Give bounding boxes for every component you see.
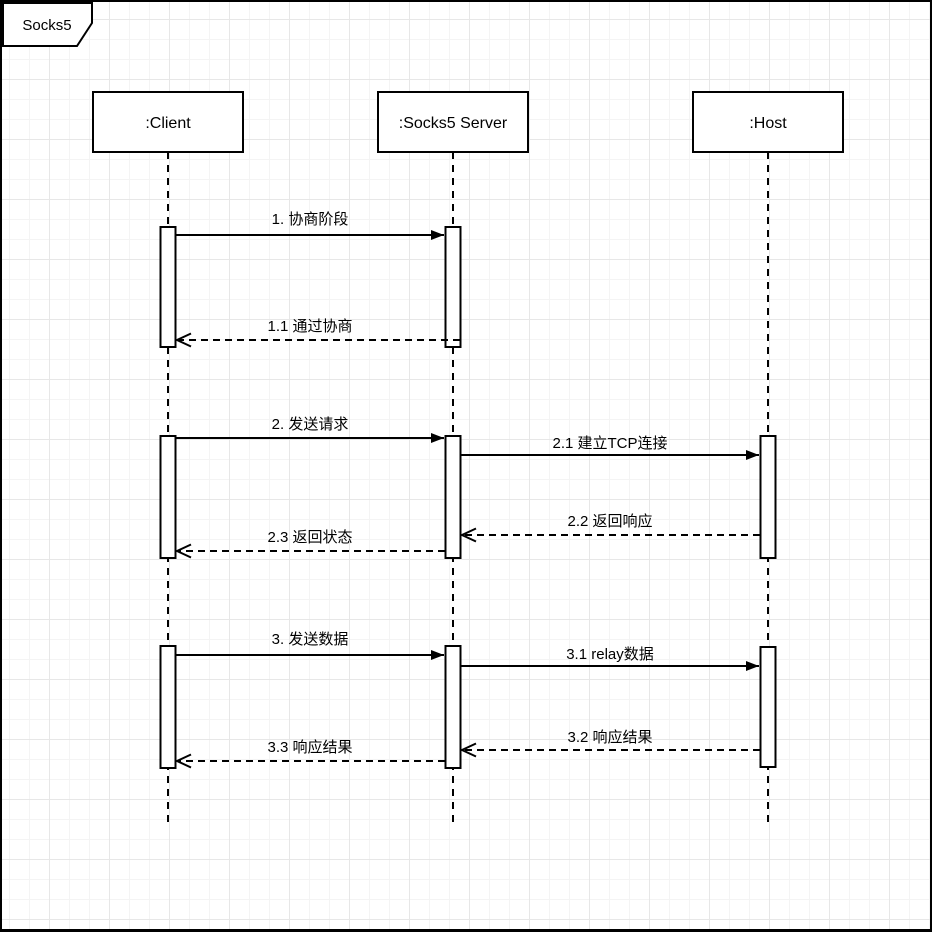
message-2-1-label: 2.1 建立TCP连接 bbox=[552, 435, 667, 452]
message-1-label: 1. 协商阶段 bbox=[272, 211, 349, 228]
message-3-3: 3.3 响应结果 bbox=[174, 738, 445, 769]
message-3-2-label: 3.2 响应结果 bbox=[567, 728, 652, 746]
message-2-2-label: 2.2 返回响应 bbox=[567, 512, 652, 530]
actor-server-label: :Socks5 Server bbox=[399, 115, 508, 132]
message-3: 3. 发送数据 bbox=[176, 631, 444, 660]
message-2-3: 2.3 返回状态 bbox=[174, 529, 445, 559]
actor-client-label: :Client bbox=[145, 115, 191, 132]
frame-title-tab: Socks5 bbox=[2, 2, 93, 47]
activation-bar-client-2 bbox=[159, 435, 177, 559]
activation-bar-client-1 bbox=[159, 226, 177, 348]
actor-host: :Host bbox=[692, 91, 844, 153]
message-2: 2. 发送请求 bbox=[176, 416, 444, 443]
activation-bar-server-3 bbox=[444, 645, 462, 769]
actor-host-label: :Host bbox=[749, 115, 787, 132]
message-3-1-label: 3.1 relay数据 bbox=[566, 646, 654, 663]
message-3-2: 3.2 响应结果 bbox=[459, 728, 760, 758]
frame-title: Socks5 bbox=[22, 17, 71, 34]
activation-bar-host-2 bbox=[759, 435, 777, 559]
message-2-label: 2. 发送请求 bbox=[272, 416, 349, 433]
activation-bar-client-3 bbox=[159, 645, 177, 769]
message-3-3-label: 3.3 响应结果 bbox=[267, 738, 352, 756]
actor-client: :Client bbox=[92, 91, 244, 153]
actor-server: :Socks5 Server bbox=[377, 91, 529, 153]
message-1-1-label: 1.1 通过协商 bbox=[267, 318, 352, 335]
actor-client-box bbox=[92, 91, 244, 153]
message-2-1: 2.1 建立TCP连接 bbox=[461, 435, 759, 460]
message-3-1: 3.1 relay数据 bbox=[461, 646, 759, 671]
activation-bar-server-2 bbox=[444, 435, 462, 559]
actor-host-box bbox=[692, 91, 844, 153]
message-3-label: 3. 发送数据 bbox=[272, 631, 349, 648]
message-1: 1. 协商阶段 bbox=[176, 211, 444, 240]
frame-title-tab-shape bbox=[2, 2, 93, 47]
message-2-2: 2.2 返回响应 bbox=[459, 512, 760, 543]
actor-server-box bbox=[377, 91, 529, 153]
message-2-3-label: 2.3 返回状态 bbox=[267, 529, 352, 546]
message-1-1: 1.1 通过协商 bbox=[174, 318, 460, 348]
activation-bar-host-3 bbox=[759, 646, 777, 768]
activation-bar-server-1 bbox=[444, 226, 462, 348]
